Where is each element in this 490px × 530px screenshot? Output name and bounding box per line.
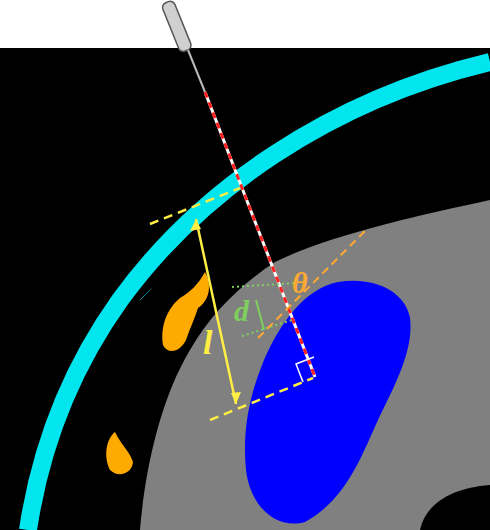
dimension-label: d xyxy=(234,296,249,326)
background xyxy=(0,48,490,530)
dimension-arrowheads xyxy=(190,219,241,404)
angle-reference-line xyxy=(258,228,368,338)
dimension-label: l xyxy=(203,326,212,360)
needle-handle xyxy=(161,0,193,53)
extension-line xyxy=(232,283,296,287)
extension-line xyxy=(210,378,313,420)
skin-band xyxy=(28,62,490,530)
angle-label: θ xyxy=(292,268,308,298)
vessel xyxy=(162,272,209,351)
target-lesion xyxy=(245,281,411,524)
tissue-region xyxy=(140,200,490,530)
needle-shaft xyxy=(188,50,205,92)
dimension-line xyxy=(196,219,236,404)
band-mark xyxy=(140,290,150,300)
dimension-line xyxy=(256,300,264,330)
extension-line xyxy=(150,188,240,224)
tissue-gap xyxy=(420,485,490,530)
vessel xyxy=(106,432,133,474)
